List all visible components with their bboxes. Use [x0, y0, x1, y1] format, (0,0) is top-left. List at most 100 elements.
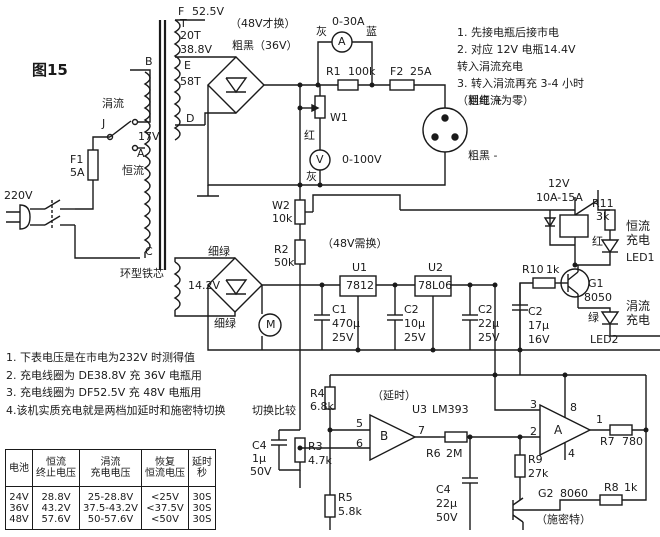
note-top-3: 转入涓流充电: [457, 60, 523, 74]
note-bottom-4: 4.该机实质充电就是两档加延时和施密特切换: [6, 403, 226, 417]
label-r1: R1: [326, 65, 341, 78]
label-thin-green: 细绿: [208, 245, 230, 258]
label-gray-2: 灰: [306, 170, 317, 183]
label-c2-c-cap: 17μ: [528, 319, 549, 332]
label-c4-22u: C4: [436, 483, 451, 496]
resistor-r2: [294, 239, 306, 265]
capacitor-c2-c: [512, 283, 528, 350]
label-schmitt: （施密特）: [536, 513, 591, 526]
label-r3-value: 4.7k: [308, 454, 332, 467]
table-header: 涓流 充电电压: [79, 449, 142, 487]
label-c4-volt: 50V: [250, 465, 272, 478]
label-r1-value: 100k: [348, 65, 376, 78]
label-r7-value: 780: [622, 435, 643, 448]
label-relay-2: 10A-15A: [536, 191, 583, 204]
label-r2-value: 50k: [274, 256, 295, 269]
capacitor-c4: [271, 430, 287, 470]
label-w1: W1: [330, 111, 348, 124]
power-switch: [30, 199, 75, 228]
label-ammeter: A: [338, 35, 346, 48]
note-top-2: 2. 对应 12V 电瓶14.4V: [457, 43, 576, 57]
label-coarse-red: 粗红 +: [468, 94, 503, 107]
fuse-f2: [389, 79, 415, 91]
label-voltmeter: V: [316, 153, 324, 166]
label-u2: U2: [428, 261, 444, 274]
label-r8: R8: [604, 481, 619, 494]
label-amm-range: 0-30A: [332, 15, 365, 28]
label-f1-value: 5A: [70, 166, 85, 179]
relay: [543, 190, 610, 265]
label-r7: R7: [600, 435, 615, 448]
battery-connector: [300, 107, 468, 186]
label-turns-58: 58T: [180, 75, 201, 88]
resistor-r6: [444, 431, 468, 443]
label-opamp-a: A: [554, 423, 563, 437]
capacitor-c4-22u: [462, 437, 478, 530]
label-c2-b-volt: 25V: [478, 331, 500, 344]
label-turns-20: 20T: [180, 29, 201, 42]
label-core: 环型铁芯: [120, 267, 164, 280]
label-a: A: [137, 147, 145, 160]
note-bottom-3: 3. 充电线圈为 DF52.5V 充 48V 电瓶用: [6, 386, 202, 400]
label-pin-3: 3: [530, 398, 537, 411]
label-r6: R6: [426, 447, 441, 460]
label-r9: R9: [528, 453, 543, 466]
label-c1: C1: [332, 303, 347, 316]
label-u1-value: 7812: [346, 279, 374, 292]
label-pin-7: 7: [418, 424, 425, 437]
label-e: E: [184, 59, 191, 72]
resistor-r8: [599, 494, 623, 506]
led2: [600, 311, 620, 326]
label-r5: R5: [338, 491, 353, 504]
transformer-primary: [138, 71, 151, 258]
label-c1-cap: 470μ: [332, 317, 360, 330]
label-coarse-black-2: 粗黑 -: [468, 149, 498, 162]
label-u3-value: LM393: [432, 403, 469, 416]
note-bottom-1: 1. 下表电压是在市电为232V 时测得值: [6, 351, 196, 364]
label-d: D: [186, 112, 195, 125]
table-header: 电池: [5, 449, 33, 487]
label-coarse-black: 粗黑（36V）: [232, 39, 298, 52]
table-cell: 25-28.8V 37.5-43.2V 50-57.6V: [79, 486, 142, 530]
table-header: 恒流 终止电压: [32, 449, 80, 487]
label-opamp-b: B: [380, 429, 389, 443]
label-led-green: 绿: [588, 311, 599, 324]
label-c4: C4: [252, 439, 267, 452]
table-cell: 28.8V 43.2V 57.6V: [32, 486, 80, 530]
transformer-secondary-control: [173, 257, 207, 317]
label-c2-b-cap: 22μ: [478, 317, 499, 330]
label-u2-value: 78L06: [418, 279, 453, 292]
table-header: 延时 秒: [187, 449, 216, 487]
resistor-r10: [532, 277, 556, 289]
notes-bottom: 1. 下表电压是在市电为232V 时测得值 2. 充电线圈为 DE38.8V 充…: [6, 349, 226, 419]
resistor-r5: [324, 494, 336, 518]
label-g2: G2: [538, 487, 554, 500]
resistor-r7: [609, 424, 633, 436]
resistor-r9: [514, 454, 526, 478]
label-c2-c-volt: 16V: [528, 333, 550, 346]
label-r10-value: 1k: [546, 263, 560, 276]
label-const: 恒流: [122, 164, 144, 177]
label-r5-value: 5.8k: [338, 505, 362, 518]
label-c2-b: C2: [478, 303, 493, 316]
notes-top: 1. 先接电瓶后接市电 2. 对应 12V 电瓶14.4V 转入涓流充电 3. …: [457, 24, 584, 109]
label-trickle-charge: 涓流 充电: [626, 299, 651, 327]
label-gray: 灰: [316, 25, 327, 38]
label-led2: LED2: [590, 333, 619, 346]
label-g1: G1: [588, 277, 604, 290]
transistor-g2: [512, 477, 524, 530]
pot-w2: [294, 199, 306, 225]
label-r2: R2: [274, 243, 289, 256]
label-note-48: （48V才换）: [230, 17, 296, 30]
label-g1-value: 8050: [584, 291, 612, 304]
label-220v: 220V: [4, 189, 33, 202]
label-pin-5: 5: [356, 417, 363, 430]
label-pin-1: 1: [596, 413, 603, 426]
label-j: J: [102, 117, 106, 130]
label-relay: 12V: [548, 177, 570, 190]
label-r8-value: 1k: [624, 481, 638, 494]
label-pin-6: 6: [356, 437, 363, 450]
label-t: T: [180, 17, 187, 30]
label-r9-value: 27k: [528, 467, 549, 480]
